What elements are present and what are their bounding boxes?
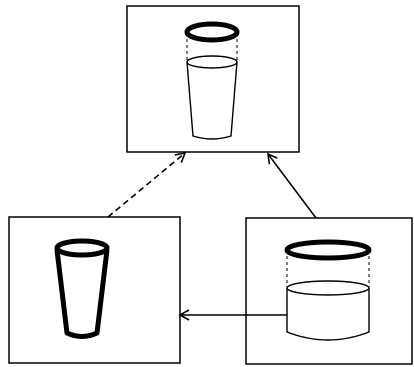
empty-glass-icon (54, 238, 110, 339)
arrow-right-to-top (267, 152, 317, 219)
panel-left-frame (8, 216, 181, 364)
panel-right (245, 217, 413, 365)
arrow-left-to-top-dashed (107, 151, 187, 218)
panel-top (126, 5, 300, 153)
panel-left (8, 216, 181, 364)
panel-top-frame (126, 5, 300, 153)
cylinder-with-water-icon (284, 239, 372, 341)
glass-with-water-icon (184, 21, 240, 140)
